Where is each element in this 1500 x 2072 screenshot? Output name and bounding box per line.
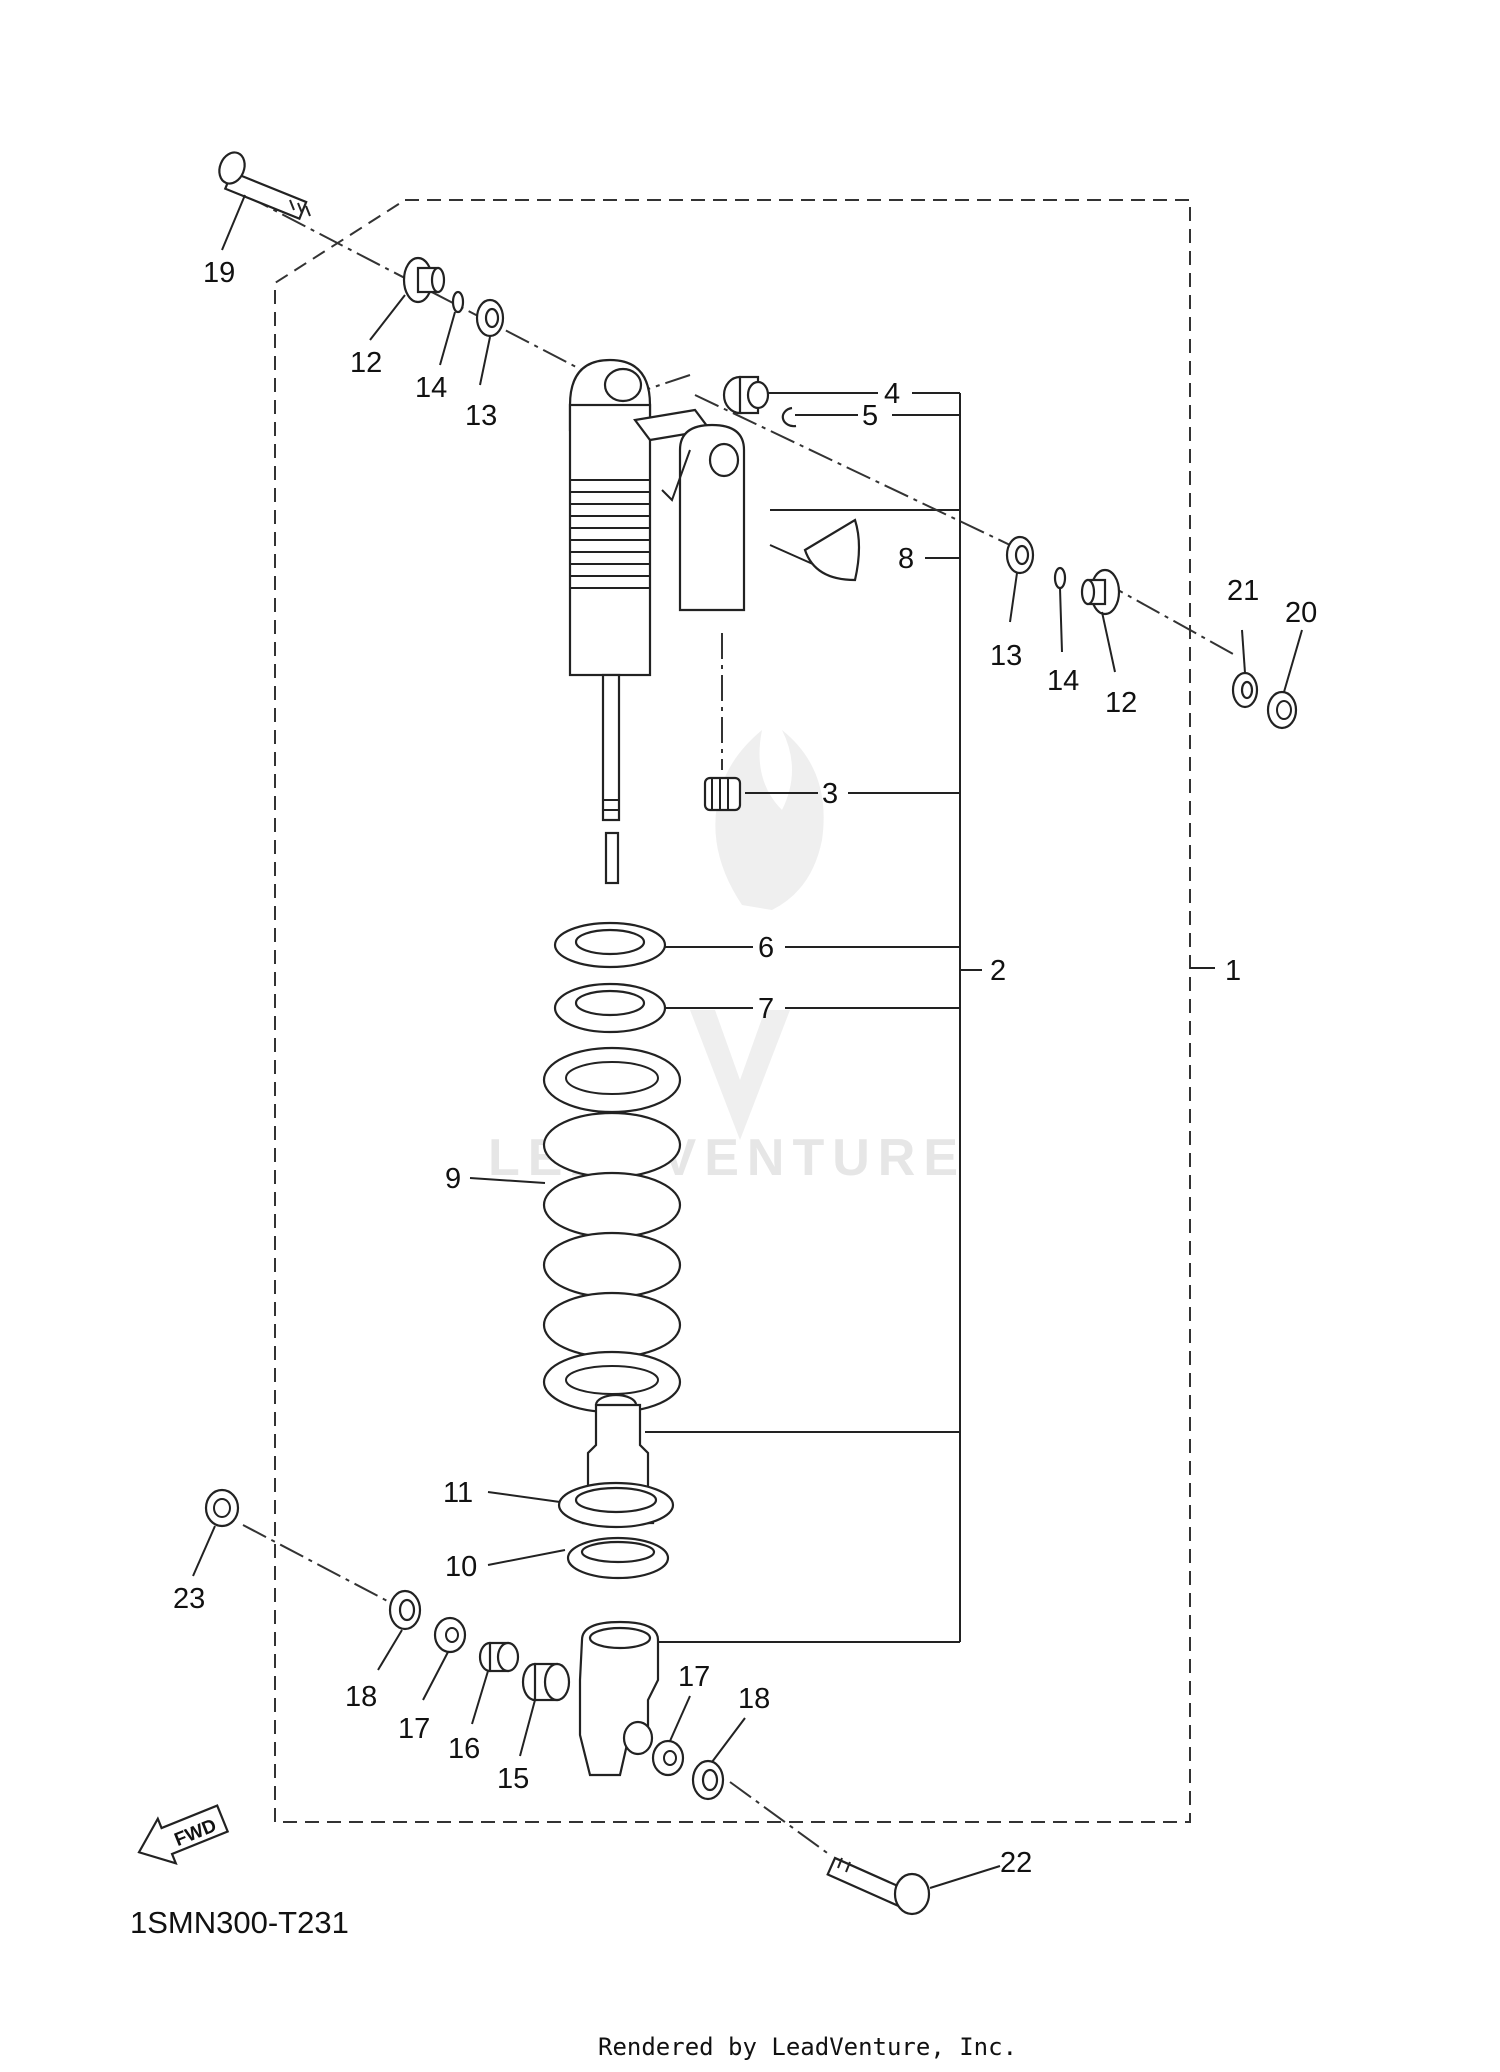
valve-3	[703, 776, 742, 812]
footer-credit: Rendered by LeadVenture, Inc.	[598, 2033, 1017, 2061]
callout-11: 11	[443, 1477, 473, 1509]
callout-2: 2	[990, 955, 1006, 987]
callout-16: 16	[448, 1733, 480, 1765]
callout-10: 10	[445, 1551, 477, 1583]
protector-8	[803, 518, 861, 582]
callout-7: 7	[758, 993, 774, 1025]
reservoir	[633, 408, 746, 612]
oring-14-left	[451, 290, 465, 314]
assembly-boundary	[274, 199, 1191, 1823]
callout-19: 19	[203, 257, 235, 289]
collar-12-right	[1080, 568, 1121, 616]
callout-17-left: 17	[398, 1713, 430, 1745]
callout-21: 21	[1227, 575, 1259, 607]
seal-13-right	[1005, 535, 1035, 575]
guide-11	[557, 1481, 675, 1529]
collar-17-right	[651, 1739, 685, 1777]
center-lines	[242, 194, 1236, 1856]
callout-1: 1	[1225, 955, 1241, 987]
seal-18-left	[388, 1589, 422, 1631]
collar-12-left	[402, 256, 446, 304]
washer-21	[1231, 671, 1259, 709]
callout-18-right: 18	[738, 1683, 770, 1715]
oring-14-right	[1053, 566, 1067, 590]
nut-23	[204, 1488, 240, 1528]
callout-18-left: 18	[345, 1681, 377, 1713]
callout-20: 20	[1285, 597, 1317, 629]
seal-13-left	[475, 298, 505, 338]
lower-clevis	[578, 1620, 660, 1777]
callout-12-right: 12	[1105, 687, 1137, 719]
callout-5: 5	[862, 400, 878, 432]
collar-16	[478, 1641, 520, 1673]
callout-14-left: 14	[415, 372, 447, 404]
seal-18-right	[691, 1759, 725, 1801]
thread-lines	[570, 479, 650, 577]
locknut-7	[553, 982, 667, 1034]
diagram-code: 1SMN300-T231	[130, 1905, 349, 1940]
circlip-5	[781, 406, 797, 428]
callout-6: 6	[758, 932, 774, 964]
callout-12-left: 12	[350, 347, 382, 379]
rod-pin	[604, 831, 620, 885]
fwd-arrow-icon: FWD	[137, 1804, 230, 1865]
callout-9: 9	[445, 1163, 461, 1195]
spring-guide-10	[566, 1536, 670, 1580]
callout-4: 4	[884, 378, 900, 410]
spring-9	[542, 1046, 682, 1414]
bolt-19	[218, 151, 311, 221]
callout-13-left: 13	[465, 400, 497, 432]
collar-17-left	[433, 1616, 467, 1654]
callout-15: 15	[497, 1763, 529, 1795]
callout-8: 8	[898, 543, 914, 575]
callouts: 1 2 3 4 5 6 7 8 9 10 11 12 12 13 13 14 1…	[173, 257, 1317, 1879]
nut-20	[1266, 690, 1298, 730]
bearing-15	[521, 1662, 571, 1702]
shock-absorber-body	[568, 358, 652, 822]
callout-14-right: 14	[1047, 665, 1079, 697]
callout-17-right: 17	[678, 1661, 710, 1693]
bolt-22	[826, 1856, 931, 1916]
callout-3: 3	[822, 778, 838, 810]
callout-13-right: 13	[990, 640, 1022, 672]
callout-brackets	[469, 392, 1215, 1643]
callout-23: 23	[173, 1583, 205, 1615]
collar-4	[722, 375, 770, 415]
leader-lines	[192, 194, 1303, 1889]
callout-22: 22	[1000, 1847, 1032, 1879]
locknut-6	[553, 921, 667, 969]
